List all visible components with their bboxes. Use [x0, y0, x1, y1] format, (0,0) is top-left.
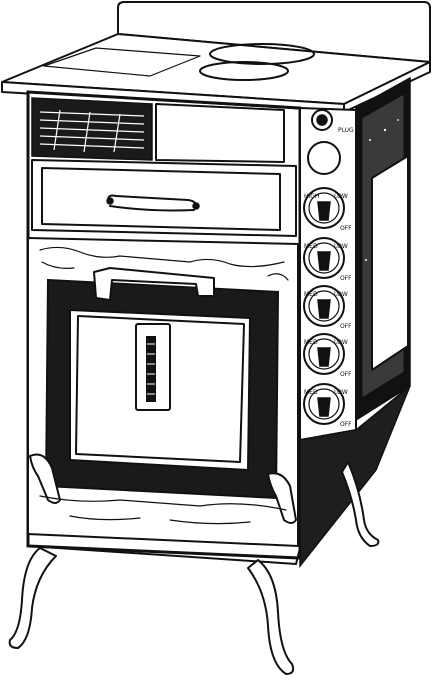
rear-right-leg — [341, 461, 380, 547]
knob-4-bottom-label: OFF — [340, 371, 352, 378]
switch-knob-5: MED LOW OFF — [303, 383, 352, 428]
knob-4-right-label: LOW — [334, 339, 348, 346]
left-burner-plate — [43, 47, 201, 77]
knob-5-right-label: LOW — [334, 389, 348, 396]
left-door-arm — [29, 453, 61, 504]
stove-legs — [8, 461, 380, 675]
broiler-compartment — [31, 97, 285, 163]
knob-3-left-label: MED — [304, 291, 318, 298]
door-trim-bottom — [39, 495, 287, 511]
front-left-leg — [8, 547, 57, 649]
backsplash — [117, 1, 431, 63]
plug-label: PLUG — [338, 127, 354, 134]
knob-4-left-label: MED — [304, 339, 318, 346]
front-right-leg — [247, 559, 295, 675]
knob-2-left-label: MED — [304, 243, 318, 250]
side-speckles — [365, 119, 404, 351]
switch-knob-2: MED LOW OFF — [303, 237, 352, 282]
rear-burner — [209, 43, 315, 65]
warming-drawer — [31, 159, 297, 237]
switch-knob-3: MED LOW OFF — [303, 285, 352, 330]
broiler-grill — [39, 109, 145, 153]
knob-3-right-label: LOW — [334, 291, 348, 298]
outlet-plate — [307, 141, 341, 175]
lower-side-body — [299, 385, 411, 569]
knob-1-right-label: LOW — [334, 193, 348, 200]
door-trim-top — [39, 246, 285, 268]
knob-1-bottom-label: OFF — [340, 225, 352, 232]
knob-2-right-label: LOW — [334, 243, 348, 250]
knob-5-left-label: MED — [304, 389, 318, 396]
switch-knob-4: MED LOW OFF — [303, 333, 352, 378]
right-door-arm — [267, 472, 297, 524]
knob-3-bottom-label: OFF — [340, 323, 352, 330]
door-hinge-bar — [93, 267, 215, 301]
front-burner — [199, 61, 289, 81]
knob-5-bottom-label: OFF — [340, 421, 352, 428]
switch-knob-1: HIGH LOW OFF — [303, 187, 352, 232]
knob-2-bottom-label: OFF — [340, 275, 352, 282]
knob-1-left-label: HIGH — [304, 193, 319, 200]
oven-section — [27, 237, 299, 547]
utility-compartment — [155, 103, 285, 163]
side-panel — [355, 76, 411, 422]
